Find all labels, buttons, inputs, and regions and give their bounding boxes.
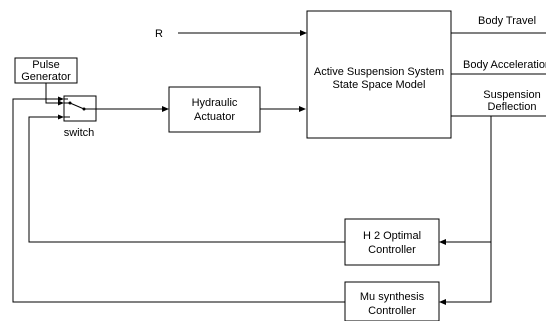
h2-controller-label-line2: Controller <box>368 244 416 256</box>
h2-controller-label-line1: H 2 Optimal <box>363 230 421 242</box>
suspension-deflection-label-line1: Suspension <box>483 89 541 101</box>
pulse-generator-label-line2: Generator <box>21 71 71 83</box>
feedback-to-mu-wire <box>445 242 492 303</box>
h2-optimal-controller-block <box>344 218 440 266</box>
actuator-to-model-arrowhead <box>299 106 306 112</box>
pulse-to-switch-arrowhead <box>58 100 64 106</box>
feedback-to-h2-arrowhead <box>439 239 446 245</box>
state-space-model-block <box>306 10 452 139</box>
pulse-generator-block <box>14 57 78 84</box>
state-space-model-label-line2: State Space Model <box>333 79 426 91</box>
pulse-to-switch-wire <box>45 83 60 104</box>
h2-to-switch-wire <box>28 116 345 243</box>
r-input-arrowhead <box>300 30 307 36</box>
body-travel-label: Body Travel <box>478 15 536 27</box>
suspension-deflection-label-line2: Deflection <box>488 101 537 113</box>
hydraulic-actuator-block <box>168 86 261 133</box>
mu-to-switch-arrowhead <box>58 96 64 102</box>
state-space-model-label-line1: Active Suspension System <box>314 66 444 78</box>
hydraulic-actuator-label-line1: Hydraulic <box>192 97 238 109</box>
r-input-label: R <box>155 28 163 40</box>
mu-controller-label-line1: Mu synthesis <box>360 291 425 303</box>
feedback-to-h2-wire <box>445 116 492 243</box>
mu-to-switch-wire <box>12 98 345 303</box>
feedback-to-mu-arrowhead <box>439 299 446 305</box>
hydraulic-actuator-label-line2: Actuator <box>194 111 235 123</box>
h2-to-switch-arrowhead <box>58 114 64 120</box>
mu-synthesis-controller-block <box>344 281 440 321</box>
body-acceleration-label: Body Acceleration <box>463 59 546 71</box>
switch-to-actuator-arrowhead <box>162 106 169 112</box>
switch-icon <box>64 98 96 118</box>
switch-label: switch <box>64 127 95 139</box>
pulse-generator-label-line1: Pulse <box>32 59 60 71</box>
mu-controller-label-line2: Controller <box>368 305 416 317</box>
